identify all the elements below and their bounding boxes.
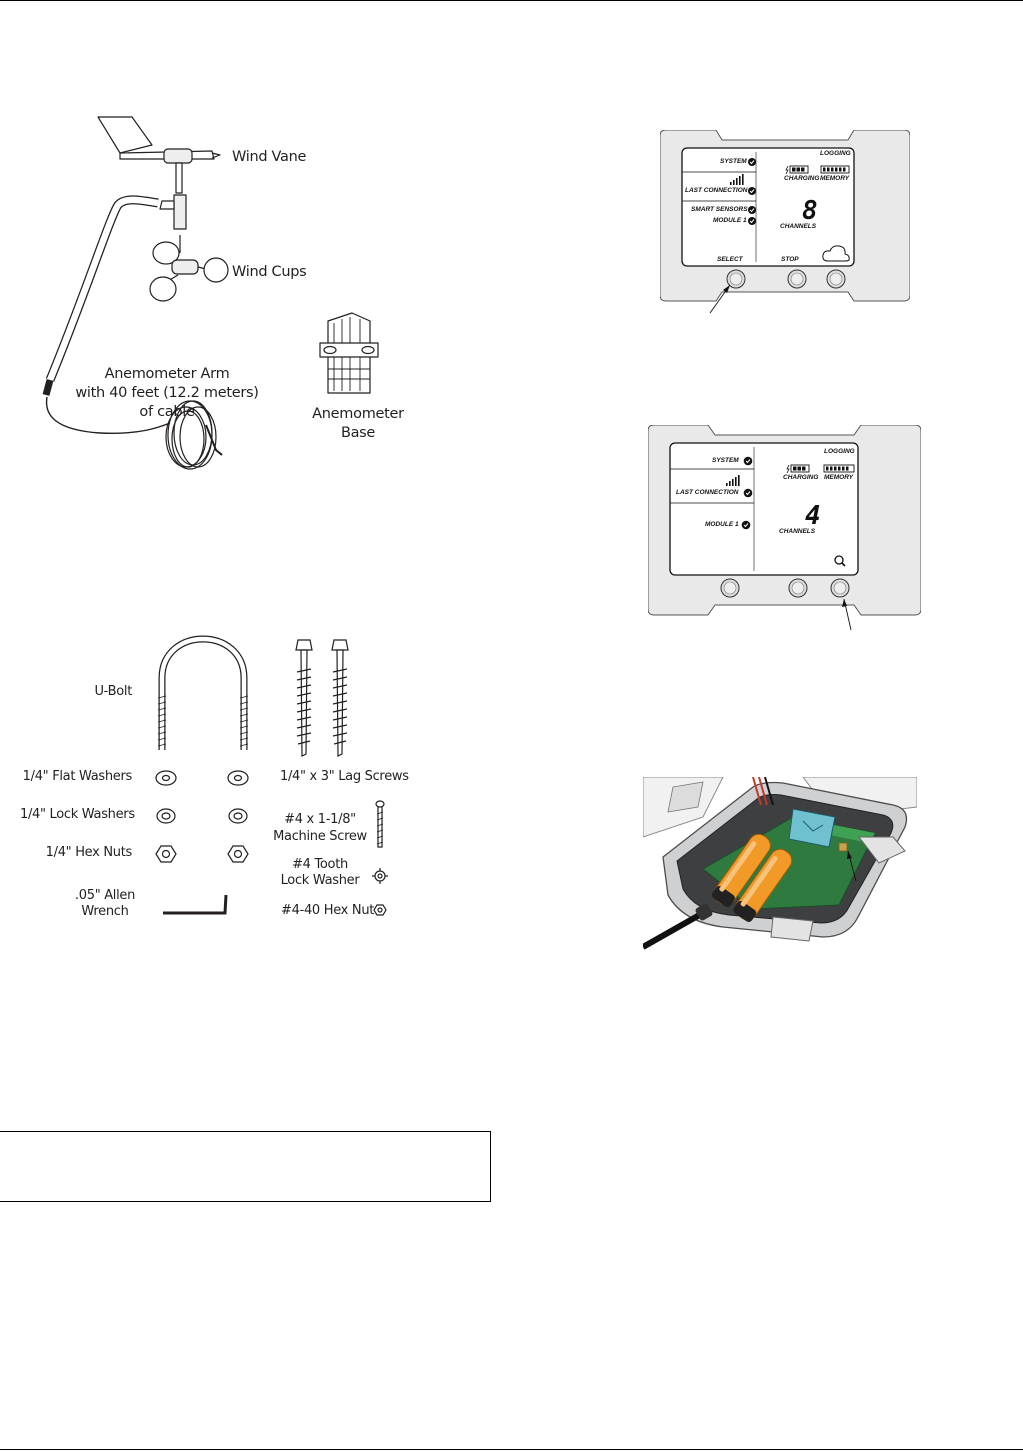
u-bolt-label: U-Bolt	[94, 684, 132, 699]
last-connection-label-2: LAST CONNECTION	[676, 489, 739, 496]
allen-wrench-label-2: Wrench	[81, 904, 129, 919]
select-label: SELECT	[717, 256, 743, 263]
wind-vane-label: Wind Vane	[232, 149, 307, 165]
anemometer-figure: Wind Vane Wind Cups Anemometer Arm with …	[30, 105, 430, 485]
stop-label: STOP	[781, 256, 799, 263]
module-label-2: MODULE 1	[705, 521, 739, 528]
lcd-panel-1-frame	[660, 130, 910, 314]
anemometer-arm-label-2: with 40 feet (12.2 meters)	[75, 385, 259, 401]
module-label-1: MODULE 1	[713, 217, 747, 224]
lcd-panel-1: LOGGING SYSTEM LAST CONNECTION SMART SEN…	[660, 130, 910, 314]
channel-count-2: 4	[805, 501, 821, 531]
hex-nut-440-label: #4-40 Hex Nut	[281, 903, 375, 918]
lcd-panel-2-frame	[648, 425, 921, 631]
lag-screws-label: 1/4" x 3" Lag Screws	[280, 769, 409, 784]
allen-wrench-label-1: .05" Allen	[74, 888, 136, 903]
lock-washers-label: 1/4" Lock Washers	[20, 807, 135, 822]
machine-screw-label-2: Machine Screw	[273, 829, 367, 844]
last-connection-label-1: LAST CONNECTION	[685, 187, 748, 194]
logging-label-2: LOGGING	[824, 448, 855, 455]
memory-label-1: MEMORY	[820, 175, 850, 182]
tooth-washer-label-2: Lock Washer	[280, 873, 360, 888]
anemometer-drawing	[42, 116, 379, 470]
note-box	[0, 1131, 491, 1202]
flat-washers-label: 1/4" Flat Washers	[22, 769, 133, 784]
channels-label-1: CHANNELS	[780, 223, 817, 230]
hardware-drawing	[155, 635, 388, 916]
anemometer-base-label-2: Base	[340, 425, 376, 441]
system-label-1: SYSTEM	[720, 158, 747, 165]
charging-label-1: CHARGING	[784, 175, 820, 182]
logger-interior-image	[643, 777, 917, 955]
anemometer-base-label-1: Anemometer	[312, 406, 404, 422]
wind-cups-label: Wind Cups	[232, 264, 307, 280]
hex-nuts-label: 1/4" Hex Nuts	[45, 845, 133, 860]
charging-label-2: CHARGING	[783, 474, 819, 481]
memory-label-2: MEMORY	[824, 474, 854, 481]
machine-screw-label-1: #4 x 1-1/8"	[284, 812, 356, 827]
anemometer-arm-label-1: Anemometer Arm	[104, 366, 230, 382]
channel-count-1: 8	[802, 196, 818, 226]
top-rule	[0, 0, 1023, 1]
logging-label-1: LOGGING	[820, 150, 851, 157]
system-label-2: SYSTEM	[712, 457, 739, 464]
tooth-washer-label-1: #4 Tooth	[292, 857, 348, 872]
smart-sensors-label-1: SMART SENSORS	[691, 206, 748, 213]
lcd-panel-2: LOGGING SYSTEM LAST CONNECTION MODULE 1 …	[648, 425, 921, 635]
hardware-figure: U-Bolt 1/4" Flat Washers 1/4" Lock Washe…	[20, 632, 410, 932]
channels-label-2: CHANNELS	[779, 528, 816, 535]
bottom-rule	[0, 1449, 1023, 1450]
anemometer-arm-label-3: of cable	[139, 404, 195, 420]
